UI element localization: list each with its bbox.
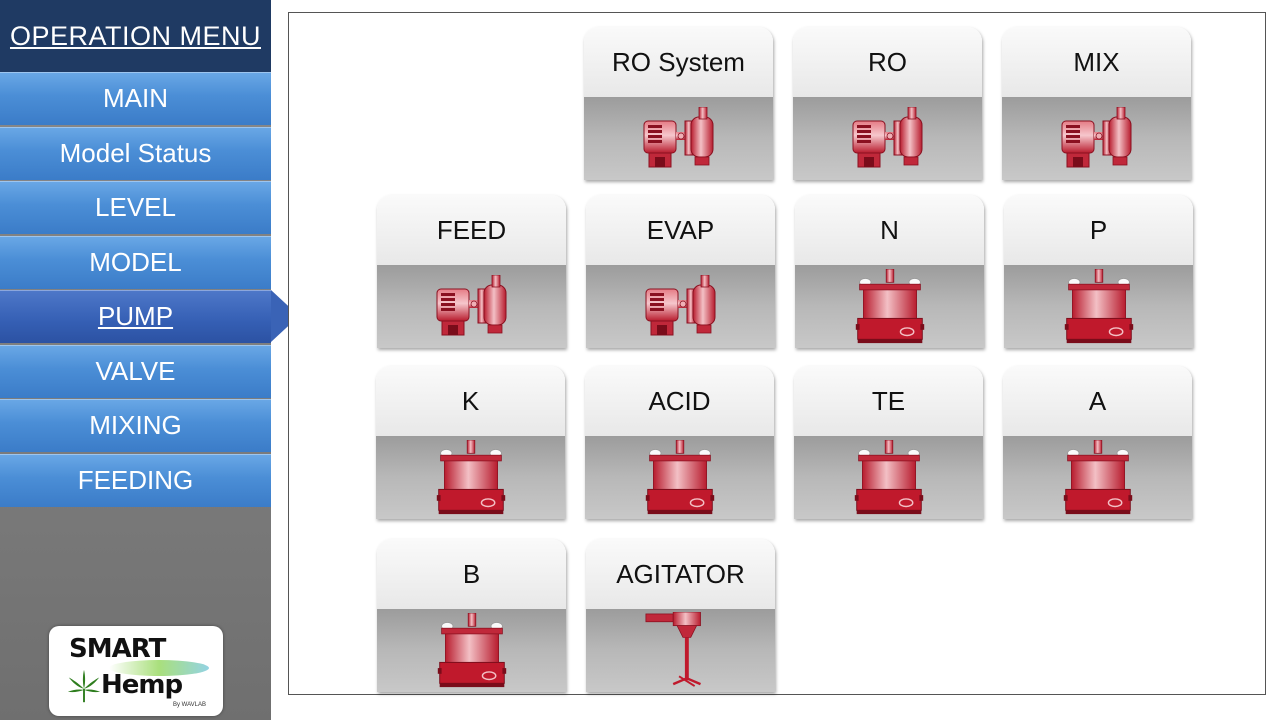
menu-item-pump[interactable]: PUMP: [0, 290, 299, 343]
pump-card-body: [1003, 436, 1192, 519]
pump-card-body: [586, 265, 775, 348]
pump-card-header: MIX: [1002, 27, 1191, 97]
pump-card-p[interactable]: P: [1004, 195, 1193, 348]
menu-item-label: LEVEL: [95, 192, 176, 222]
pump-card-body: [377, 265, 566, 348]
pump-card-label: B: [462, 558, 481, 589]
pump-card-ro-system[interactable]: RO System: [584, 27, 773, 180]
logo-swirl: [109, 660, 209, 676]
pump-card-evap[interactable]: EVAP: [586, 195, 775, 348]
pump-card-agitator[interactable]: AGITATOR: [586, 539, 775, 692]
sidebar: OPERATION MENU MAIN Model Status LEVEL M…: [0, 0, 299, 720]
pump-card-label: MIX: [1073, 46, 1120, 77]
pump-card-body: [793, 97, 982, 180]
menu-item-model[interactable]: MODEL: [0, 235, 271, 289]
dosing-pump-icon: [434, 613, 510, 689]
menu-list: MAIN Model Status LEVEL MODEL PUMP VALVE…: [0, 72, 299, 508]
menu-item-model-status[interactable]: Model Status: [0, 126, 271, 180]
centrifugal-pump-icon: [639, 107, 719, 171]
pump-card-header: TE: [794, 366, 983, 436]
pump-card-label: N: [880, 214, 899, 245]
logo-line1: SMART: [69, 634, 166, 664]
centrifugal-pump-icon: [848, 107, 928, 171]
pump-card-body: [795, 265, 984, 348]
pump-card-label: A: [1088, 385, 1107, 416]
pump-card-body: [376, 436, 565, 519]
logo-line2: Hemp: [101, 670, 183, 700]
pump-card-label: RO System: [612, 46, 745, 77]
operation-menu-header: OPERATION MENU: [0, 0, 271, 72]
pump-card-label: RO: [868, 46, 907, 77]
menu-item-label: MAIN: [103, 83, 168, 113]
menu-item-label: Model Status: [59, 137, 212, 168]
agitator-icon: [642, 612, 720, 690]
smart-hemp-logo: SMART Hemp By WAVLAB: [49, 626, 223, 716]
dosing-pump-icon: [851, 440, 927, 516]
pump-card-label: ACID: [648, 385, 711, 416]
menu-item-label: PUMP: [97, 301, 174, 331]
pump-card-body: [584, 97, 773, 180]
pump-card-k[interactable]: K: [376, 366, 565, 519]
menu-item-main[interactable]: MAIN: [0, 72, 271, 125]
pump-card-b[interactable]: B: [377, 539, 566, 692]
pump-card-header: RO System: [584, 27, 773, 97]
logo-tagline: By WAVLAB: [173, 702, 207, 708]
pump-card-header: P: [1004, 195, 1193, 265]
pump-card-label: K: [461, 385, 480, 416]
pump-card-header: AGITATOR: [586, 539, 775, 609]
pump-card-header: A: [1003, 366, 1192, 436]
menu-item-label: MODEL: [89, 246, 182, 277]
pump-card-header: RO: [793, 27, 982, 97]
pump-card-label: EVAP: [646, 214, 715, 245]
pump-card-label: AGITATOR: [616, 558, 745, 589]
pump-card-ro[interactable]: RO: [793, 27, 982, 180]
operation-menu-title: OPERATION MENU: [9, 20, 261, 51]
dosing-pump-icon: [642, 440, 718, 516]
menu-item-label: FEEDING: [77, 464, 194, 495]
pump-card-header: EVAP: [586, 195, 775, 265]
pump-card-body: [377, 609, 566, 692]
pump-card-body: [1002, 97, 1191, 180]
menu-item-label: VALVE: [95, 355, 176, 386]
dosing-pump-icon: [852, 269, 928, 345]
pump-card-acid[interactable]: ACID: [585, 366, 774, 519]
pump-card-te[interactable]: TE: [794, 366, 983, 519]
dosing-pump-icon: [1060, 440, 1136, 516]
menu-item-label: MIXING: [89, 410, 182, 440]
pump-card-header: K: [376, 366, 565, 436]
centrifugal-pump-icon: [641, 275, 721, 339]
menu-item-valve[interactable]: VALVE: [0, 344, 271, 398]
hemp-leaf-icon: [67, 669, 101, 703]
centrifugal-pump-icon: [1057, 107, 1137, 171]
pump-card-body: [585, 436, 774, 519]
pump-panel: RO System RO MIX FEED EVAP N P: [288, 12, 1266, 695]
pump-card-label: P: [1089, 214, 1108, 245]
menu-item-level[interactable]: LEVEL: [0, 181, 271, 234]
dosing-pump-icon: [433, 440, 509, 516]
pump-card-body: [1004, 265, 1193, 348]
pump-card-n[interactable]: N: [795, 195, 984, 348]
menu-item-feeding[interactable]: FEEDING: [0, 453, 271, 507]
pump-card-feed[interactable]: FEED: [377, 195, 566, 348]
pump-card-header: N: [795, 195, 984, 265]
pump-card-body: [586, 609, 775, 692]
pump-card-header: B: [377, 539, 566, 609]
pump-card-label: TE: [871, 385, 906, 416]
pump-card-body: [794, 436, 983, 519]
centrifugal-pump-icon: [432, 275, 512, 339]
menu-item-mixing[interactable]: MIXING: [0, 399, 271, 452]
pump-card-header: FEED: [377, 195, 566, 265]
pump-card-mix[interactable]: MIX: [1002, 27, 1191, 180]
pump-card-a[interactable]: A: [1003, 366, 1192, 519]
pump-card-label: FEED: [436, 214, 507, 245]
pump-card-header: ACID: [585, 366, 774, 436]
dosing-pump-icon: [1061, 269, 1137, 345]
